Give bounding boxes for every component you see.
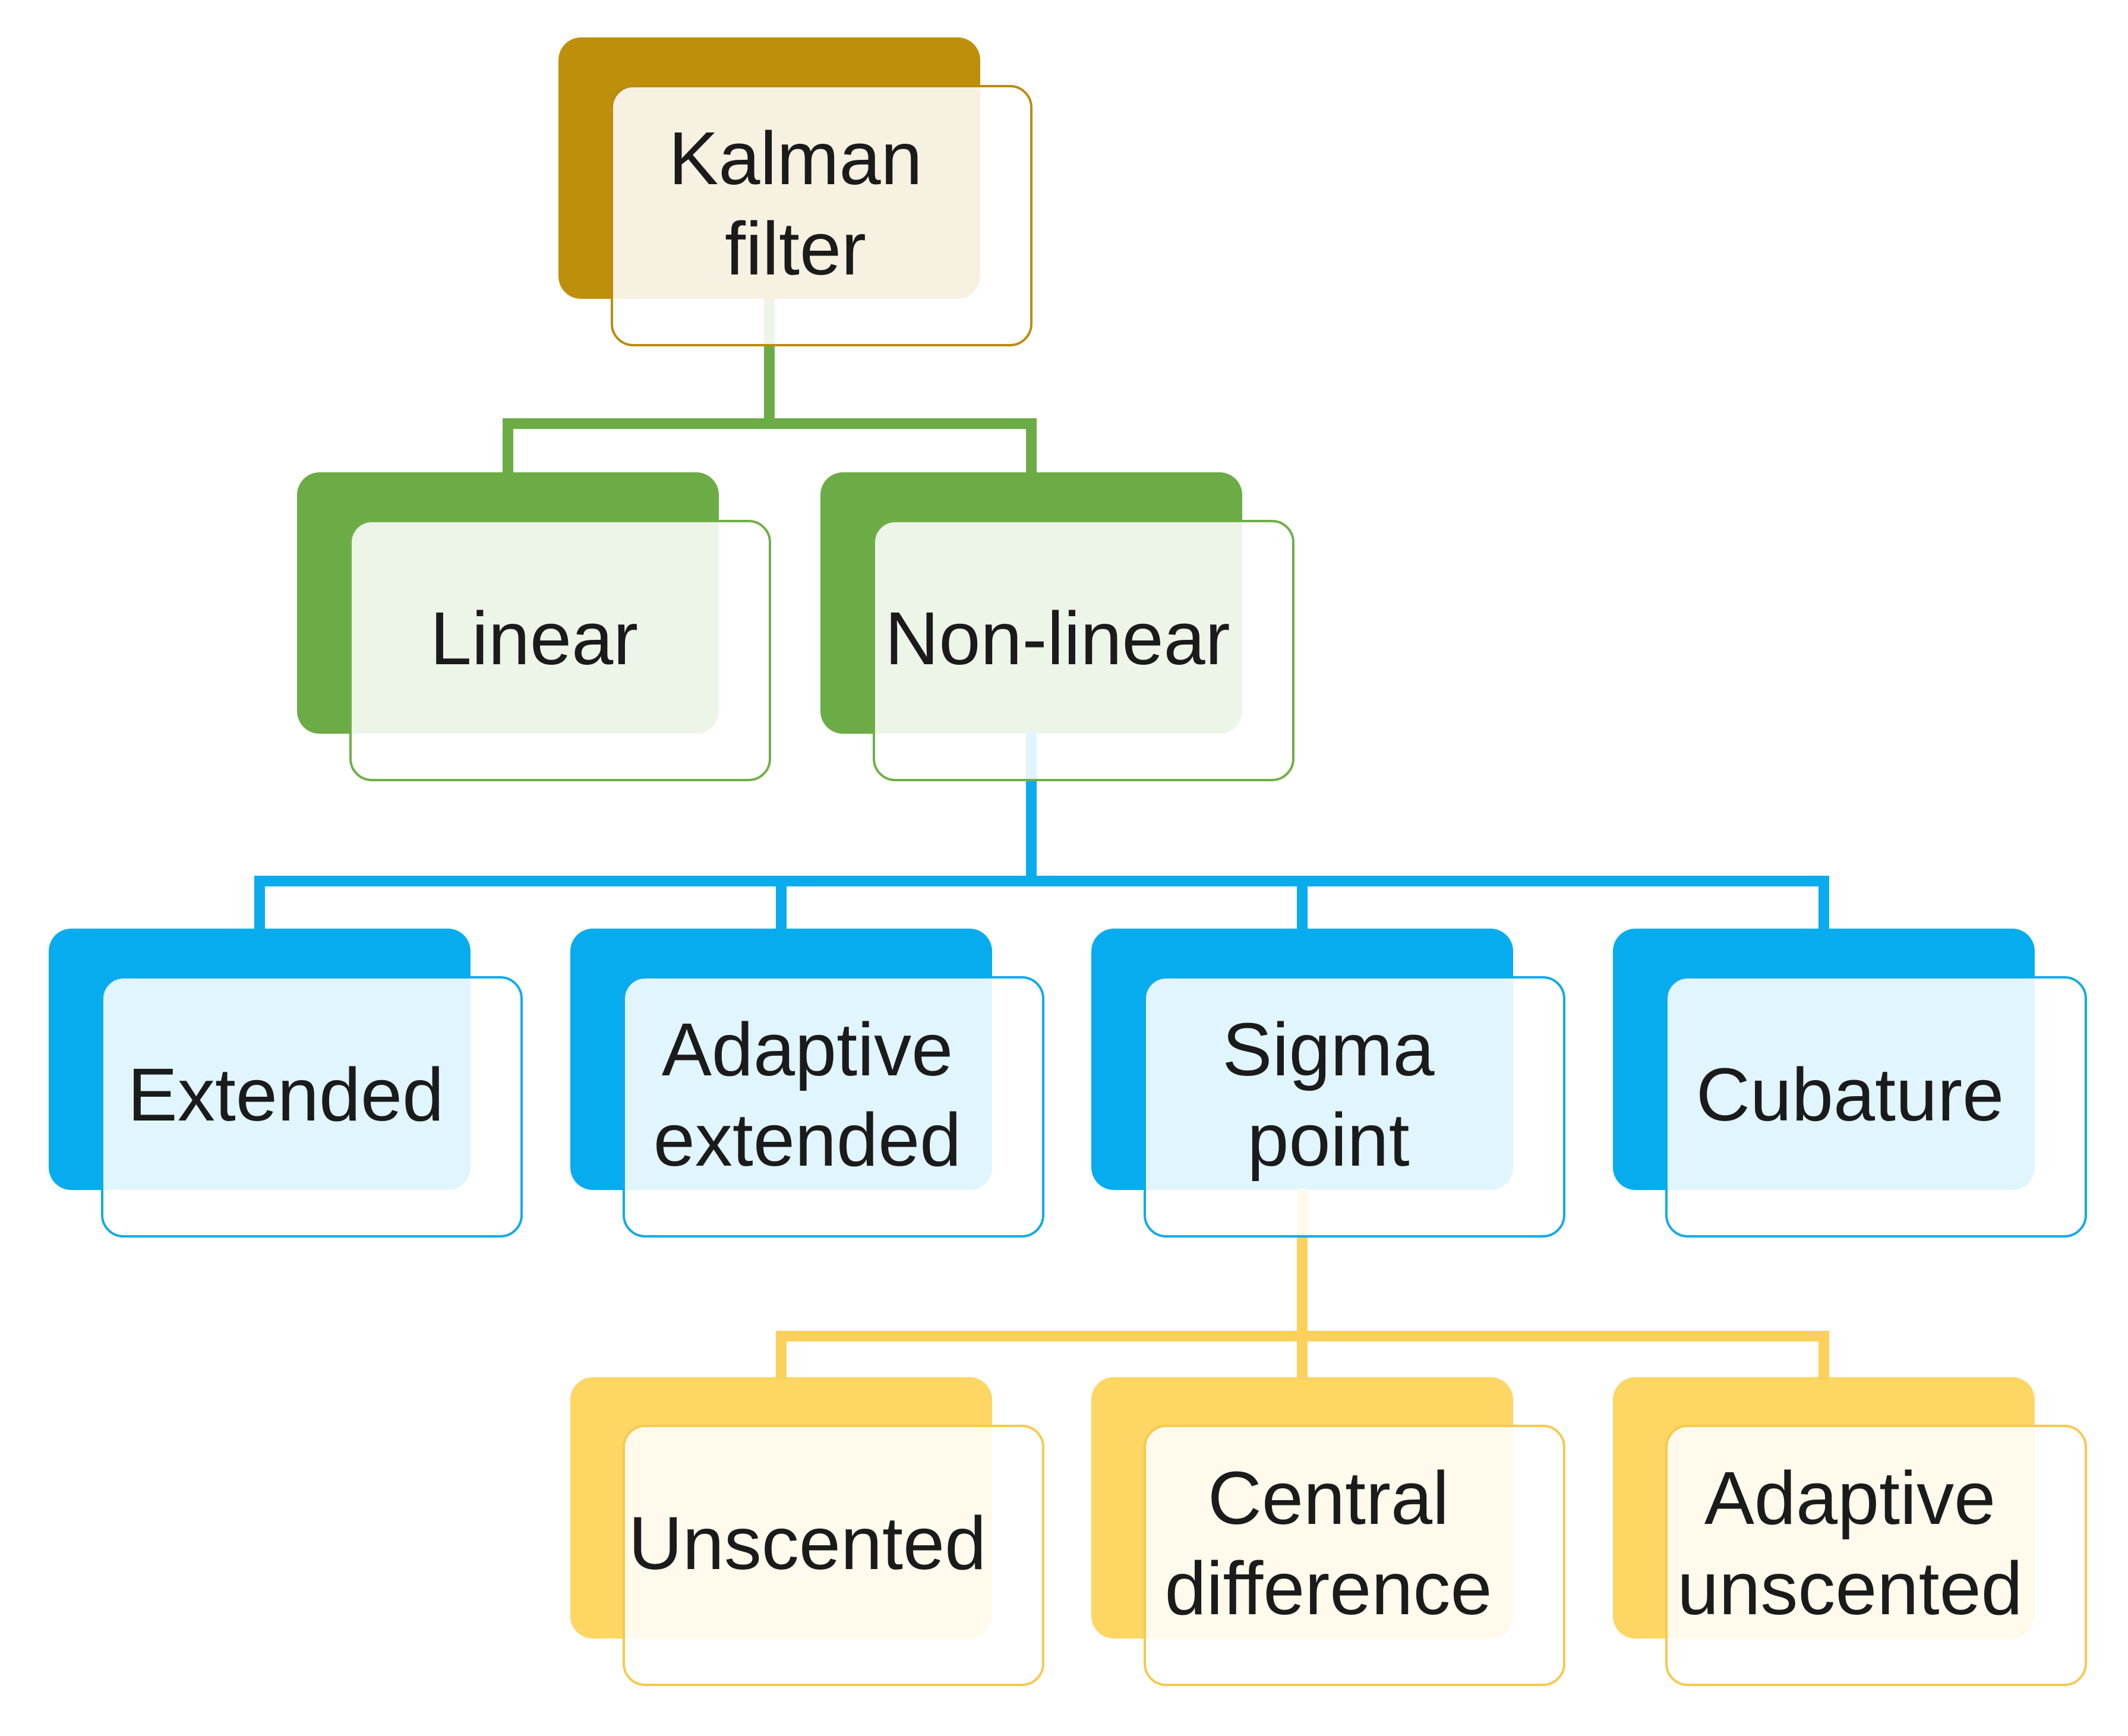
node-label: Non-linear [885, 596, 1230, 680]
node-label: Unscented [628, 1501, 987, 1585]
node-front-card [1665, 1425, 2087, 1686]
node-front-card [1144, 976, 1565, 1238]
connector-level1-horizontal [503, 418, 1037, 429]
connector-linear-stub [503, 418, 513, 475]
node-front-card [873, 520, 1295, 781]
node-label: Kalman filter [668, 116, 923, 291]
node-adaptive-unscented: Adaptive unscented [1613, 1377, 2087, 1686]
connector-extended-stub [254, 876, 265, 931]
node-front-card [1665, 976, 2087, 1238]
node-front-card [623, 1425, 1044, 1686]
node-label: Sigma point [1222, 1008, 1435, 1182]
node-extended: Extended [49, 929, 523, 1238]
connector-adaptive-extended-stub [776, 876, 787, 931]
node-sigma-point: Sigma point [1091, 929, 1565, 1238]
node-label: Adaptive unscented [1677, 1456, 2023, 1630]
node-front-card [623, 976, 1044, 1238]
node-label: Linear [430, 596, 639, 680]
node-label: Central difference [1164, 1456, 1492, 1630]
node-front-card [611, 85, 1033, 346]
node-label: Extended [127, 1053, 444, 1137]
node-front-card [349, 520, 771, 781]
connector-sigma-point-stub [1297, 876, 1308, 931]
node-cubature: Cubature [1613, 929, 2087, 1238]
connector-level2-horizontal [254, 876, 1829, 886]
connector-nonlinear-stub [1026, 418, 1037, 475]
node-label: Adaptive extended [653, 1008, 962, 1182]
node-unscented: Unscented [570, 1377, 1044, 1686]
node-non-linear: Non-linear [820, 472, 1295, 781]
connector-central-difference-stub [1297, 1331, 1308, 1380]
node-front-card [101, 976, 523, 1238]
node-adaptive-extended: Adaptive extended [570, 929, 1044, 1238]
connector-adaptive-unscented-stub [1818, 1331, 1829, 1380]
node-kalman-filter: Kalman filter [558, 37, 1033, 346]
node-linear: Linear [297, 472, 771, 781]
connector-unscented-stub [776, 1331, 787, 1380]
node-label: Cubature [1696, 1053, 2004, 1137]
node-front-card [1144, 1425, 1565, 1686]
connector-cubature-stub [1818, 876, 1829, 931]
node-central-difference: Central difference [1091, 1377, 1565, 1686]
